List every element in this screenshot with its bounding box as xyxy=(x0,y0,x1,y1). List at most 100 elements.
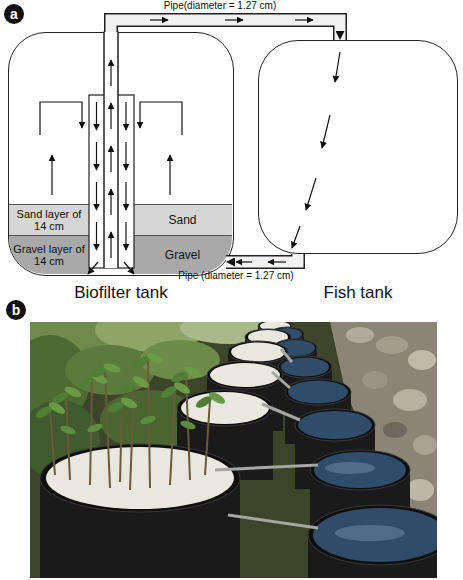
mangrove-stem xyxy=(148,360,150,488)
mangrove-stem xyxy=(66,395,70,480)
mangrove-leaf xyxy=(179,419,196,431)
mangrove-stem xyxy=(50,360,210,490)
connecting-pipe xyxy=(215,465,318,470)
connecting-pipe xyxy=(228,515,318,528)
tank-title: Biofilter tank xyxy=(0,283,253,303)
flow-arrow xyxy=(40,102,82,135)
photo-illustration xyxy=(30,322,437,578)
mangrove-leaf xyxy=(102,361,122,375)
pipe-flow-arrow xyxy=(236,261,252,262)
water-flow-arrow xyxy=(292,52,340,248)
pipe-flow-arrow xyxy=(225,19,243,20)
layer-label: Gravel xyxy=(165,248,200,262)
barrel xyxy=(40,322,437,578)
flow-arrow xyxy=(51,155,52,195)
barrel xyxy=(310,450,410,490)
layer-label: Gravel layer of 14 cm xyxy=(9,243,89,267)
water-flow-arrow xyxy=(335,52,340,82)
stone-wall xyxy=(346,327,374,343)
stone-wall xyxy=(413,435,437,455)
mangrove-leaf xyxy=(139,414,156,426)
flow-arrow xyxy=(124,262,134,274)
barrel xyxy=(298,411,372,439)
connecting-pipe xyxy=(262,404,300,420)
stone-wall xyxy=(406,479,434,501)
mangrove-stem xyxy=(50,410,55,475)
mangrove-leaf xyxy=(118,380,138,396)
pipe-flow-arrow xyxy=(150,19,168,20)
mangrove-leaf xyxy=(172,380,192,396)
barrel xyxy=(308,505,437,565)
mangrove-leaf xyxy=(34,351,227,436)
mangrove-leaf xyxy=(183,365,203,380)
flow-arrow xyxy=(110,189,111,215)
pipe xyxy=(111,20,340,40)
mangrove-leaf xyxy=(59,424,76,436)
connecting-pipe xyxy=(281,349,292,362)
mangrove-leaf xyxy=(145,351,165,366)
flow-arrow xyxy=(125,142,126,170)
flow-arrow xyxy=(40,60,182,274)
flow-arrow xyxy=(110,232,111,258)
gravel-layer: Gravel layer of 14 cm xyxy=(9,235,89,274)
mangrove-stem xyxy=(205,400,210,475)
flow-arrow xyxy=(110,103,111,129)
flow-arrow xyxy=(96,182,97,210)
flow-arrow xyxy=(110,60,111,86)
connecting-pipe xyxy=(215,349,318,528)
stone-wall xyxy=(383,422,407,438)
flow-arrow xyxy=(125,222,126,250)
flow-arrow xyxy=(169,155,170,195)
pipe-casing xyxy=(226,254,298,262)
flow-arrow xyxy=(96,222,97,250)
barrel xyxy=(228,341,288,363)
pipe-connector xyxy=(111,20,340,40)
stone-wall xyxy=(376,336,408,354)
barrel xyxy=(181,392,269,424)
flow-arrow xyxy=(125,182,126,210)
stone-wall xyxy=(408,350,436,370)
flow-arrow xyxy=(96,142,97,170)
flow-arrow xyxy=(140,102,182,135)
tank-title: Fish tank xyxy=(259,283,457,303)
barrel xyxy=(288,381,348,404)
water-flow-arrow xyxy=(292,226,300,248)
pipe-label: Pipe (diameter = 1.27 cm) xyxy=(160,270,312,282)
mangrove-stem xyxy=(120,405,122,482)
pipe-casing xyxy=(111,20,340,40)
pipe-label: Pipe(diameter = 1.27 cm) xyxy=(130,0,310,12)
barrel xyxy=(285,379,351,405)
gravel-layer: Gravel xyxy=(133,235,232,274)
barrel xyxy=(207,361,283,389)
flow-arrow xyxy=(96,102,97,130)
mangrove-leaf xyxy=(207,390,227,406)
mangrove-leaf xyxy=(47,400,67,416)
central-column xyxy=(103,32,105,269)
central-column xyxy=(117,32,119,269)
barrel xyxy=(295,409,375,441)
mangrove-stem xyxy=(105,370,110,488)
stone-wall xyxy=(362,371,388,389)
pipe-flow-arrow xyxy=(150,20,313,262)
flow-arrow xyxy=(110,146,111,172)
barrel xyxy=(278,356,332,378)
water-flow-arrow xyxy=(306,178,316,210)
barrel xyxy=(313,508,437,562)
pipe xyxy=(226,254,298,262)
central-column xyxy=(40,31,182,274)
flow-arrow xyxy=(88,262,98,274)
mangrove-stem xyxy=(90,380,92,485)
barrel xyxy=(177,390,273,426)
barrel xyxy=(314,452,406,488)
panel-letter: a xyxy=(4,4,24,24)
barrel xyxy=(325,462,375,474)
mangrove-leaf xyxy=(86,422,103,434)
barrel xyxy=(210,363,280,387)
mangrove-leaf xyxy=(131,374,151,390)
pipe-flow-arrow xyxy=(268,261,286,262)
flow-arrow xyxy=(125,102,126,130)
pipe-flow-arrow xyxy=(295,19,313,20)
sand-layer: Sand layer of 14 cm xyxy=(9,204,89,235)
